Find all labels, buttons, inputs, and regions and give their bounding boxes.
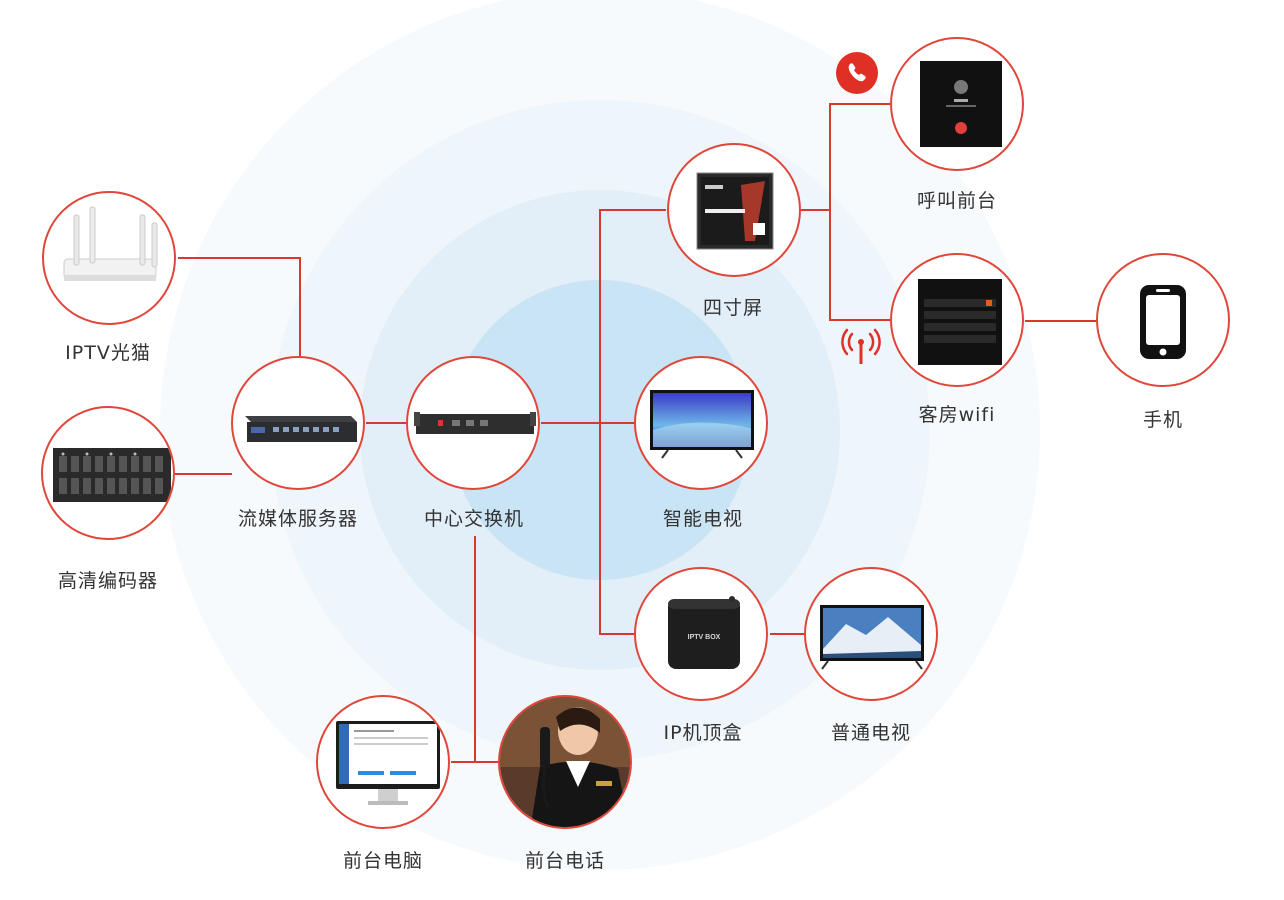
smart-tv-icon — [650, 390, 754, 459]
node-iptv-modem[interactable] — [42, 191, 176, 325]
label-room-wifi: 客房wifi — [918, 404, 996, 426]
phone-call-icon — [836, 52, 878, 94]
line-call-branch — [829, 103, 891, 321]
node-hd-encoder[interactable] — [41, 406, 175, 540]
smartphone-icon — [1140, 285, 1186, 359]
node-front-desk-pc[interactable] — [316, 695, 450, 829]
connection-lines — [175, 103, 1096, 763]
label-smart-tv: 智能电视 — [662, 508, 744, 530]
label-mobile-phone: 手机 — [1142, 409, 1184, 431]
antenna-signal-icon — [841, 328, 881, 364]
node-regular-tv[interactable] — [804, 567, 938, 701]
node-mobile-phone[interactable] — [1096, 253, 1230, 387]
node-smart-tv[interactable] — [634, 356, 768, 490]
label-front-desk-phone: 前台电话 — [524, 850, 606, 872]
wifi-app-icon — [918, 279, 1002, 365]
settop-box-icon: IPTV BOX — [668, 596, 740, 669]
node-call-front-desk[interactable] — [890, 37, 1024, 171]
node-four-inch-screen[interactable] — [667, 143, 801, 277]
line-modem-server — [178, 257, 301, 362]
router-icon — [63, 206, 158, 281]
label-front-desk-pc: 前台电脑 — [342, 850, 424, 872]
tv-icon — [820, 605, 924, 670]
label-ip-settop-box: IP机顶盒 — [663, 722, 743, 744]
call-screen-icon — [920, 61, 1002, 147]
server-icon — [245, 416, 357, 442]
label-hd-encoder: 高清编码器 — [57, 570, 159, 592]
label-regular-tv: 普通电视 — [830, 722, 912, 744]
panel-screen-icon — [696, 172, 774, 250]
node-core-switch[interactable] — [406, 356, 540, 490]
label-stream-server: 流媒体服务器 — [237, 508, 359, 530]
node-stream-server[interactable] — [231, 356, 365, 490]
line-bus-vertical — [599, 209, 666, 635]
switch-icon — [414, 412, 536, 434]
encoder-chassis-icon — [53, 448, 171, 502]
node-room-wifi[interactable] — [890, 253, 1024, 387]
receptionist-phone-icon — [500, 697, 630, 827]
box-label: IPTV BOX — [688, 634, 721, 641]
node-front-desk-phone[interactable] — [498, 695, 632, 829]
label-iptv-modem: IPTV光猫 — [65, 342, 151, 364]
label-call-front-desk: 呼叫前台 — [916, 190, 998, 212]
node-ip-settop-box[interactable]: IPTV BOX — [634, 567, 768, 701]
label-core-switch: 中心交换机 — [423, 508, 525, 530]
label-four-inch-screen: 四寸屏 — [702, 297, 764, 319]
desktop-monitor-icon — [336, 721, 440, 805]
